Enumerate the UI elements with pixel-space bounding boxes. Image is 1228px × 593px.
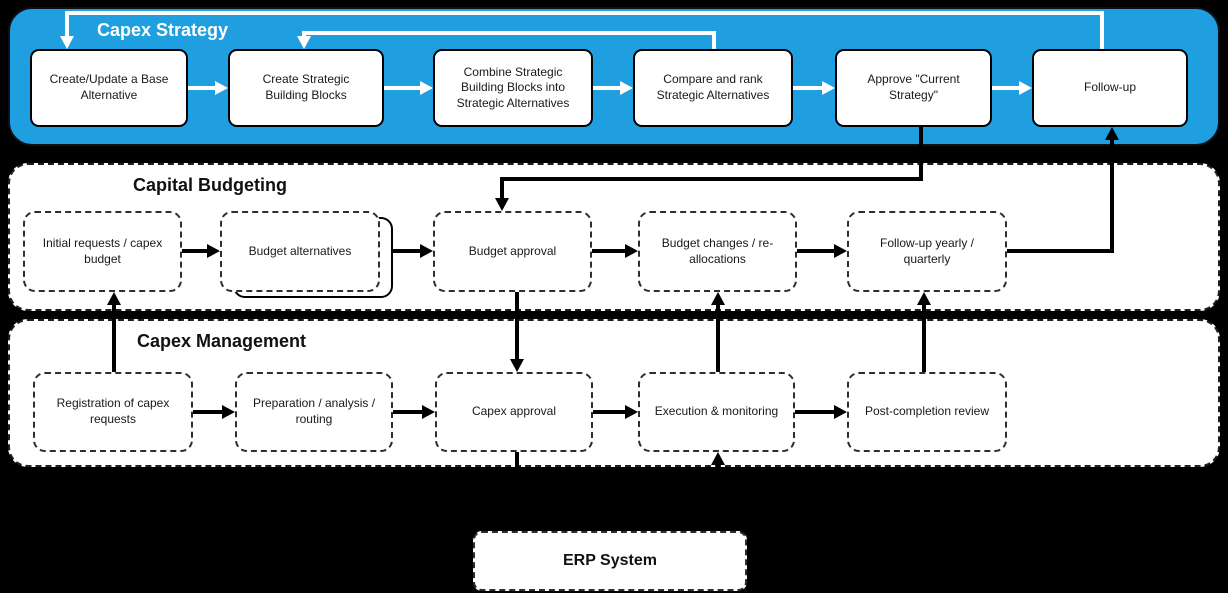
arrowhead bbox=[711, 292, 725, 305]
line-segment bbox=[182, 249, 209, 253]
arrowhead bbox=[215, 81, 228, 95]
line-segment bbox=[793, 86, 824, 90]
line-segment bbox=[112, 305, 116, 372]
lane-capex-management bbox=[8, 319, 1220, 467]
lane-title-capex-strategy: Capex Strategy bbox=[97, 20, 229, 40]
line-segment bbox=[384, 86, 422, 90]
arrowhead bbox=[107, 292, 121, 305]
lane-capital-budgeting bbox=[8, 163, 1220, 311]
arrowhead bbox=[834, 405, 847, 419]
arrowhead bbox=[510, 359, 524, 372]
node-approve-current-strategy: Approve "Current Strategy" bbox=[835, 49, 992, 127]
node-create-strategic-building-blocks: Create Strategic Building Blocks bbox=[228, 49, 384, 127]
line-segment bbox=[593, 86, 622, 90]
line-segment bbox=[393, 410, 424, 414]
node-capex-approval: Capex approval bbox=[435, 372, 593, 452]
line-segment bbox=[393, 249, 422, 253]
line-segment bbox=[919, 127, 923, 181]
node-budget-changes-reallocations: Budget changes / re-allocations bbox=[638, 211, 797, 292]
arrowhead bbox=[420, 244, 433, 258]
line-segment bbox=[992, 86, 1021, 90]
line-segment bbox=[1007, 249, 1114, 253]
node-preparation-analysis-routing: Preparation / analysis / routing bbox=[235, 372, 393, 452]
line-segment bbox=[712, 31, 716, 49]
line-segment bbox=[66, 11, 1104, 15]
node-combine-strategic-building-blocks: Combine Strategic Building Blocks into S… bbox=[433, 49, 593, 127]
arrowhead bbox=[207, 244, 220, 258]
arrowhead bbox=[495, 198, 509, 211]
line-segment bbox=[1110, 140, 1114, 253]
arrowhead bbox=[834, 244, 847, 258]
node-create-update-base-alternative: Create/Update a Base Alternative bbox=[30, 49, 188, 127]
node-registration-capex-requests: Registration of capex requests bbox=[33, 372, 193, 452]
line-segment bbox=[515, 292, 519, 359]
line-segment bbox=[188, 86, 217, 90]
node-follow-up-yearly-quarterly: Follow-up yearly / quarterly bbox=[847, 211, 1007, 292]
lane-title-capex-management: Capex Management bbox=[137, 331, 307, 351]
node-budget-approval: Budget approval bbox=[433, 211, 592, 292]
arrowhead bbox=[1105, 127, 1119, 140]
node-initial-requests-capex-budget: Initial requests / capex budget bbox=[23, 211, 182, 292]
arrowhead bbox=[625, 244, 638, 258]
arrowhead bbox=[917, 292, 931, 305]
line-segment bbox=[716, 464, 720, 471]
arrowhead bbox=[625, 405, 638, 419]
lane-title-capital-budgeting: Capital Budgeting bbox=[133, 175, 287, 195]
line-segment bbox=[922, 305, 926, 372]
arrowhead bbox=[60, 36, 74, 49]
arrowhead bbox=[822, 81, 835, 95]
node-follow-up: Follow-up bbox=[1032, 49, 1188, 127]
line-segment bbox=[500, 177, 923, 181]
arrowhead bbox=[1019, 81, 1032, 95]
line-segment bbox=[795, 410, 836, 414]
node-erp-system: ERP System bbox=[473, 531, 747, 591]
node-compare-rank-strategic-alternatives: Compare and rank Strategic Alternatives bbox=[633, 49, 793, 127]
line-segment bbox=[1100, 11, 1104, 49]
node-budget-alternatives: Budget alternatives bbox=[220, 211, 380, 292]
node-execution-monitoring: Execution & monitoring bbox=[638, 372, 795, 452]
arrowhead bbox=[420, 81, 433, 95]
line-segment bbox=[193, 410, 224, 414]
lane-capex-strategy bbox=[8, 7, 1220, 146]
node-post-completion-review: Post-completion review bbox=[847, 372, 1007, 452]
line-segment bbox=[500, 181, 504, 199]
arrowhead bbox=[620, 81, 633, 95]
line-segment bbox=[515, 452, 519, 469]
arrowhead bbox=[222, 405, 235, 419]
line-segment bbox=[65, 11, 69, 37]
arrowhead bbox=[297, 36, 311, 49]
line-segment bbox=[797, 249, 836, 253]
line-segment bbox=[592, 249, 627, 253]
arrowhead bbox=[422, 405, 435, 419]
line-segment bbox=[716, 305, 720, 372]
line-segment bbox=[593, 410, 627, 414]
line-segment bbox=[302, 31, 716, 35]
arrowhead bbox=[711, 452, 725, 465]
line-segment bbox=[302, 31, 306, 39]
